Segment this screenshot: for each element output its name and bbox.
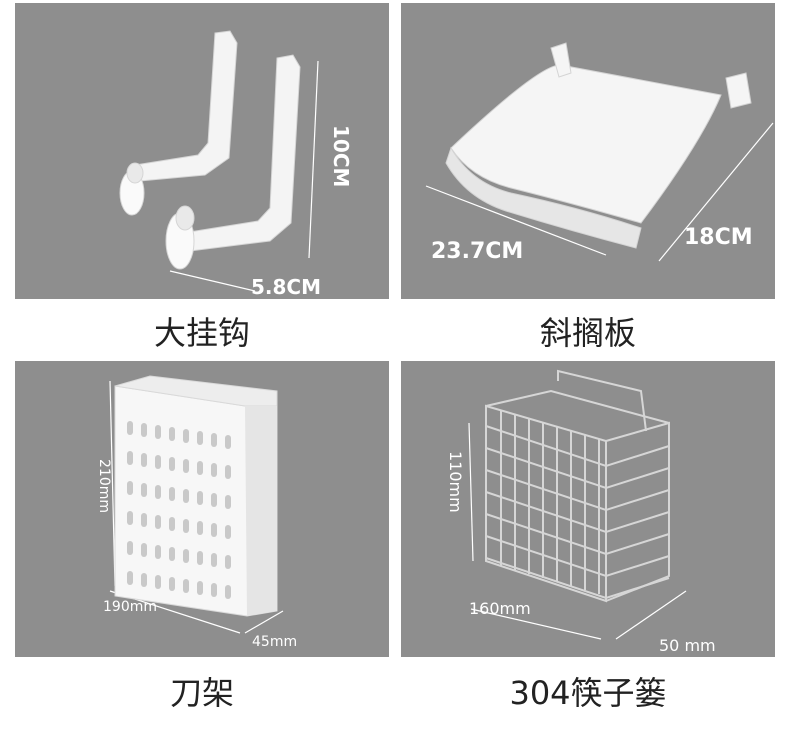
- vent-hole: [183, 579, 189, 593]
- hooks-width-label: 5.8CM: [251, 275, 322, 299]
- basket-depth-label: 50 mm: [659, 636, 716, 655]
- panel-knife-holder: 210mm 190mm 45mm: [15, 361, 389, 657]
- hook-2: [165, 54, 301, 270]
- shelf-illustration: [425, 42, 774, 262]
- vent-hole: [225, 495, 231, 509]
- vent-hole: [169, 547, 175, 561]
- basket-width-label: 160mm: [469, 599, 531, 618]
- vent-hole: [127, 511, 133, 525]
- shelf-board: [445, 42, 752, 249]
- hooks-illustration: [119, 30, 319, 292]
- vent-hole: [169, 457, 175, 471]
- knife-width-label: 190mm: [103, 599, 157, 615]
- basket-illustration: [468, 369, 687, 640]
- vent-hole: [211, 463, 217, 477]
- vent-hole: [211, 553, 217, 567]
- caption-hooks: 大挂钩: [153, 314, 250, 352]
- basket-wire: [485, 469, 670, 512]
- panel-chopstick-basket: 110mm 160mm 50 mm: [401, 361, 775, 657]
- vent-hole: [127, 421, 133, 435]
- panel-shelf: 23.7CM 18CM: [401, 3, 775, 299]
- knife-holder-body: [114, 375, 278, 617]
- shelf-width-label: 23.7CM: [431, 239, 524, 264]
- caption-shelf: 斜搁板: [539, 314, 636, 352]
- vent-hole: [155, 485, 161, 499]
- vent-hole: [169, 427, 175, 441]
- basket-wire: [485, 535, 670, 578]
- knife-depth-label: 45mm: [252, 634, 298, 650]
- vent-hole: [183, 429, 189, 443]
- vent-hole: [197, 461, 203, 475]
- vent-hole: [155, 425, 161, 439]
- basket-wire: [485, 447, 670, 490]
- vent-hole: [141, 543, 147, 557]
- vent-hole: [141, 453, 147, 467]
- vent-hole: [127, 571, 133, 585]
- knife-holder-illustration: [109, 375, 284, 634]
- vent-hole: [183, 519, 189, 533]
- vent-hole: [225, 555, 231, 569]
- vent-hole: [155, 515, 161, 529]
- vent-hole: [141, 423, 147, 437]
- vent-hole: [169, 517, 175, 531]
- vent-hole: [197, 521, 203, 535]
- caption-knife-holder: 刀架: [169, 674, 234, 712]
- vent-hole: [169, 487, 175, 501]
- vent-hole: [127, 451, 133, 465]
- vent-hole: [197, 431, 203, 445]
- vent-hole: [183, 549, 189, 563]
- basket-wire: [485, 425, 670, 468]
- caption-chopstick-basket: 304筷子篓: [509, 674, 667, 712]
- vent-hole: [127, 541, 133, 555]
- vent-hole: [141, 483, 147, 497]
- vent-hole: [183, 489, 189, 503]
- vent-hole: [155, 455, 161, 469]
- vent-hole: [197, 581, 203, 595]
- vent-hole: [211, 583, 217, 597]
- vent-hole: [225, 465, 231, 479]
- hook-1: [119, 30, 238, 216]
- vent-hole: [211, 523, 217, 537]
- knife-height-label: 210mm: [96, 459, 112, 513]
- panel-hooks: 10CM 5.8CM: [15, 3, 389, 299]
- vent-hole: [141, 513, 147, 527]
- basket-wireframe: [485, 369, 670, 603]
- basket-wire: [485, 557, 670, 600]
- vent-hole: [211, 433, 217, 447]
- vent-hole: [225, 435, 231, 449]
- vent-hole: [225, 585, 231, 599]
- vent-hole: [183, 459, 189, 473]
- basket-wire: [485, 513, 670, 556]
- basket-wire: [485, 491, 670, 534]
- vent-hole: [155, 575, 161, 589]
- vent-hole: [225, 525, 231, 539]
- vent-hole: [197, 491, 203, 505]
- vent-hole: [211, 493, 217, 507]
- vent-hole: [141, 573, 147, 587]
- vent-hole: [169, 577, 175, 591]
- vent-hole: [197, 551, 203, 565]
- hooks-height-label: 10CM: [329, 125, 353, 188]
- basket-height-label: 110mm: [446, 451, 465, 513]
- vent-hole: [155, 545, 161, 559]
- shelf-depth-label: 18CM: [684, 225, 753, 250]
- vent-hole: [127, 481, 133, 495]
